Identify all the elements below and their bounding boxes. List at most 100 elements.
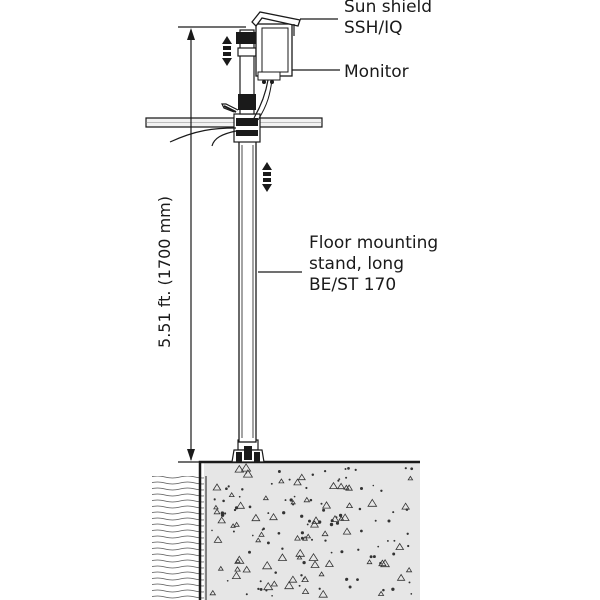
concrete-speckle: [241, 488, 244, 491]
concrete-speckle: [378, 559, 387, 567]
concrete-speckle: [305, 533, 312, 539]
concrete-speckle: [301, 587, 310, 594]
concrete-speckle: [340, 550, 344, 554]
concrete-speckle: [288, 575, 298, 583]
concrete-speckle: [392, 511, 395, 514]
concrete-speckle: [278, 478, 285, 484]
concrete-speckle: [290, 499, 296, 505]
stand-label-line-1: Floor mounting: [309, 233, 439, 253]
concrete-speckle: [401, 502, 411, 510]
pole-clamp: [221, 103, 261, 143]
concrete-speckle: [407, 475, 414, 481]
concrete-speckle: [321, 530, 329, 537]
concrete-speckle: [395, 542, 405, 550]
concrete-speckle: [238, 495, 241, 498]
concrete-speckle: [329, 522, 334, 527]
concrete-speckle: [320, 502, 323, 505]
concrete-speckle: [293, 495, 296, 498]
concrete-speckle: [337, 479, 340, 482]
concrete-speckle: [255, 537, 262, 543]
concrete-speckle: [393, 539, 396, 542]
sun-shield: [251, 11, 301, 36]
concrete-speckle: [347, 467, 350, 470]
concrete-speckle: [386, 539, 389, 542]
concrete-speckle: [367, 498, 378, 507]
concrete-speckle: [396, 573, 406, 581]
concrete-speckle: [277, 553, 288, 561]
concrete-speckle: [348, 585, 352, 589]
concrete-speckle: [357, 548, 360, 551]
concrete-speckle: [234, 555, 245, 564]
concrete-speckle: [234, 566, 241, 572]
concrete-speckle: [213, 535, 223, 543]
sun-shield-label-line-2: SSH/IQ: [344, 18, 403, 38]
concrete-speckle: [263, 581, 274, 591]
concrete-speckle: [261, 528, 264, 531]
monitor: [255, 23, 293, 84]
stand-label-line-2: stand, long: [309, 254, 405, 274]
concrete-speckle: [266, 541, 270, 545]
concrete-speckle: [222, 499, 225, 503]
concrete-speckle: [235, 558, 241, 563]
concrete-speckle: [300, 536, 304, 540]
upper-pole: [236, 29, 258, 115]
concrete-speckle: [354, 468, 357, 471]
concrete-speckle: [377, 590, 385, 596]
concrete-speckle: [328, 481, 339, 489]
concrete-speckle: [231, 571, 242, 579]
concrete-speckle: [220, 511, 225, 515]
concrete-speckle: [213, 498, 216, 501]
concrete-speckle: [356, 578, 359, 581]
concrete-speckle: [345, 502, 354, 508]
concrete-speckle: [226, 579, 229, 582]
concrete-speckle: [270, 482, 273, 485]
concrete-speckle: [284, 499, 287, 502]
concrete-speckle: [372, 555, 376, 559]
concrete-speckle: [323, 469, 327, 473]
sun-shield-label: Sun shield SSH/IQ: [344, 0, 432, 39]
concrete-speckle: [330, 515, 340, 522]
stand-foot: [231, 439, 265, 463]
concrete-speckle: [335, 516, 338, 519]
concrete-speckle: [213, 508, 221, 515]
concrete-speckle: [225, 487, 228, 491]
concrete-speckle: [372, 484, 375, 487]
concrete-speckle: [289, 498, 293, 502]
concrete-speckle: [211, 529, 213, 532]
concrete-speckle: [309, 520, 320, 528]
floor-mounting-stand: [238, 139, 257, 443]
concrete-speckle: [251, 513, 261, 522]
concrete-speckle: [271, 594, 273, 597]
concrete-speckle: [407, 544, 410, 548]
concrete-speckle: [277, 470, 281, 473]
concrete-speckle: [270, 580, 279, 587]
concrete-speckle: [257, 587, 260, 591]
concrete-speckle: [318, 589, 329, 598]
concrete-speckle: [318, 587, 321, 590]
concrete-speckle: [248, 550, 251, 554]
concrete-speckle: [288, 478, 291, 481]
concrete-speckle: [209, 589, 217, 596]
sun-shield-label-line-1: Sun shield: [344, 0, 433, 17]
concrete-speckle: [343, 484, 350, 490]
monitor-label: Monitor: [344, 62, 409, 82]
concrete-speckle: [297, 473, 306, 481]
concrete-speckle: [245, 471, 248, 474]
concrete-speckle: [324, 559, 334, 567]
concrete-speckle: [269, 512, 278, 521]
concrete-speckle: [259, 580, 262, 583]
concrete-speckle: [369, 555, 373, 559]
concrete-speckle: [318, 571, 325, 577]
concrete-speckle: [335, 521, 340, 525]
concrete-speckle: [310, 538, 314, 541]
concrete-speckle: [302, 560, 306, 565]
concrete-speckle: [233, 508, 237, 512]
concrete-speckle: [224, 512, 227, 515]
adjust-arrows-upper: [222, 36, 232, 66]
concrete-speckle: [336, 482, 346, 490]
stand-label: Floor mounting stand, long BE/ST 170: [309, 233, 438, 296]
stand-label-line-3: BE/ST 170: [309, 275, 397, 295]
concrete-speckle: [392, 552, 396, 556]
concrete-speckle: [236, 501, 246, 509]
concrete-speckle: [345, 578, 348, 581]
